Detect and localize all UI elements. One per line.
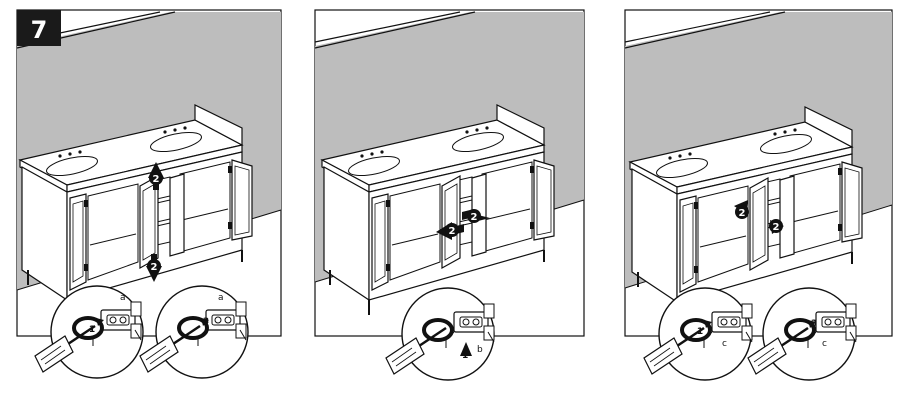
door-arrow-in-number: 2	[739, 208, 746, 219]
panel-1: 2 2 1 a 3 a 7	[16, 9, 282, 379]
detail-2-label: b	[477, 345, 483, 355]
door-arrow-right: 2	[462, 209, 490, 223]
detail-circle-1b: 3 a	[138, 285, 249, 379]
detail-1a-arrow-number: 1	[89, 325, 95, 335]
door-arrow-down-number: 2	[151, 262, 158, 273]
detail-3b-label: c	[822, 339, 827, 349]
panel-3: 2 2 1 c 3 c	[624, 9, 893, 381]
door-arrow-up: 2	[148, 162, 164, 190]
panel-2: 2 2 1 b	[314, 9, 585, 381]
door-arrow-out: 2	[769, 219, 784, 234]
door-arrow-left: 2	[436, 222, 464, 240]
detail-1a-label: a	[120, 293, 126, 303]
detail-3a-arrow-number: 1	[697, 327, 703, 337]
detail-2-arrow-number: 1	[462, 351, 468, 361]
door-arrow-right-number: 2	[471, 212, 478, 223]
detail-3a-label: c	[722, 339, 727, 349]
step-number-badge	[17, 10, 61, 46]
door-arrow-out-number: 2	[773, 222, 780, 233]
detail-1b-label: a	[218, 293, 224, 303]
detail-3b-arrow-number: 3	[811, 319, 817, 329]
door-arrow-in: 2	[734, 200, 749, 219]
step-number: 7	[31, 16, 48, 44]
door-arrow-down: 2	[146, 254, 162, 282]
door-arrow-left-number: 2	[449, 226, 456, 237]
detail-circle-1a: 1 a	[33, 285, 144, 379]
door-arrow-up-number: 2	[153, 174, 160, 185]
detail-circle-3b: 3 c	[746, 287, 857, 381]
detail-circle-2: 1 b	[384, 287, 495, 381]
detail-1b-arrow-number: 3	[203, 317, 209, 327]
detail-circle-3a: 1 c	[642, 287, 753, 381]
